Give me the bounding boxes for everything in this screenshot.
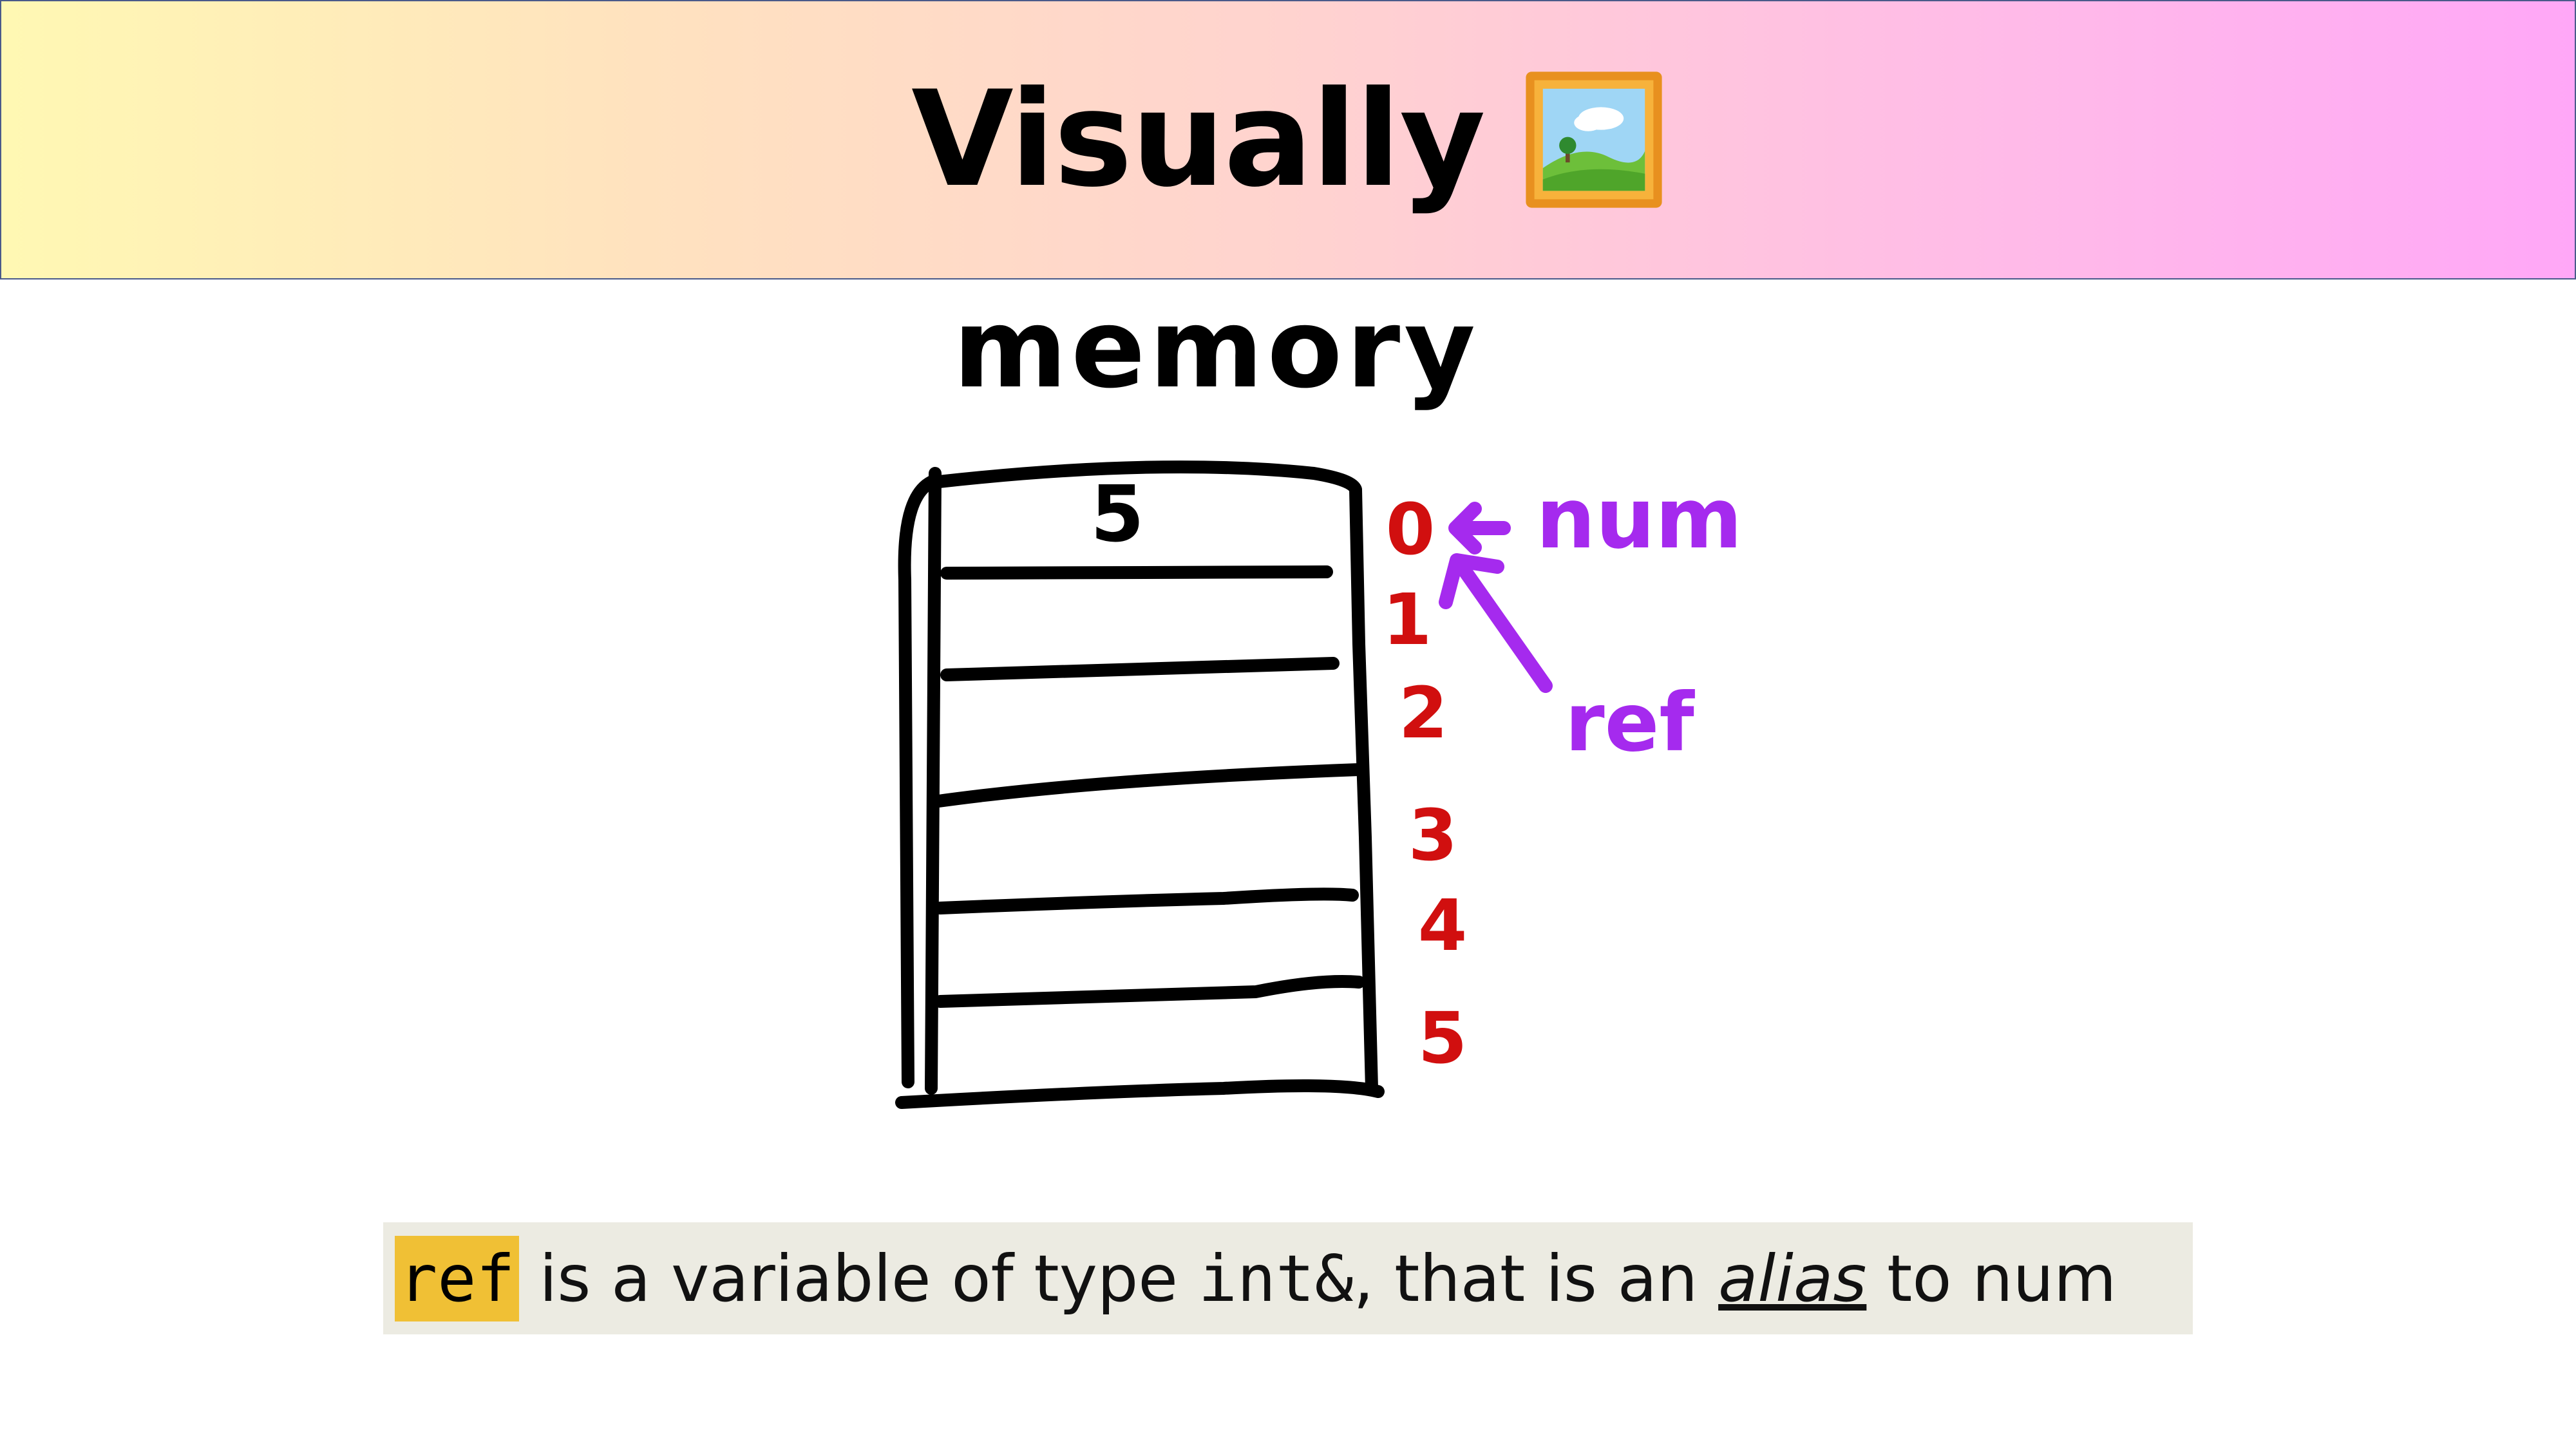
num-arrow	[1448, 502, 1511, 554]
alias-word: alias	[1718, 1240, 1867, 1316]
num-label: num	[1536, 469, 1743, 567]
memory-divider	[940, 565, 1333, 580]
memory-block	[895, 460, 1385, 1109]
type-code: int&	[1198, 1240, 1354, 1316]
address-3: 3	[1408, 794, 1458, 876]
ref-arrow	[1439, 553, 1553, 693]
address-4: 4	[1418, 884, 1468, 967]
address-2: 2	[1399, 672, 1448, 754]
slide-title: Visually	[911, 63, 1486, 216]
ref-label: ref	[1565, 676, 1695, 770]
memory-label: memory	[953, 285, 1479, 413]
title-wrap: Visually	[911, 63, 1665, 216]
stored-value: 5	[1090, 470, 1144, 560]
caption-text-3: to num	[1866, 1240, 2117, 1316]
address-0: 0	[1386, 488, 1435, 571]
memory-divider	[934, 887, 1359, 914]
ref-code-highlight: ref	[395, 1235, 519, 1321]
address-1: 1	[1383, 578, 1432, 661]
address-labels: 0 1 2 3 4 5	[1383, 488, 1468, 1079]
address-5: 5	[1418, 997, 1468, 1079]
arrows	[1439, 502, 1553, 693]
caption-box: ref is a variable of type int&, that is …	[383, 1222, 2193, 1334]
caption-line: ref is a variable of type int&, that is …	[395, 1235, 2117, 1321]
title-bar: Visually	[0, 0, 2576, 279]
memory-divider	[934, 975, 1365, 1008]
caption-text-1: is a variable of type	[518, 1240, 1198, 1316]
memory-divider	[940, 657, 1340, 681]
framed-picture-icon	[1526, 71, 1662, 208]
memory-divider	[927, 763, 1365, 808]
caption-text-2: , that is an	[1353, 1240, 1719, 1316]
